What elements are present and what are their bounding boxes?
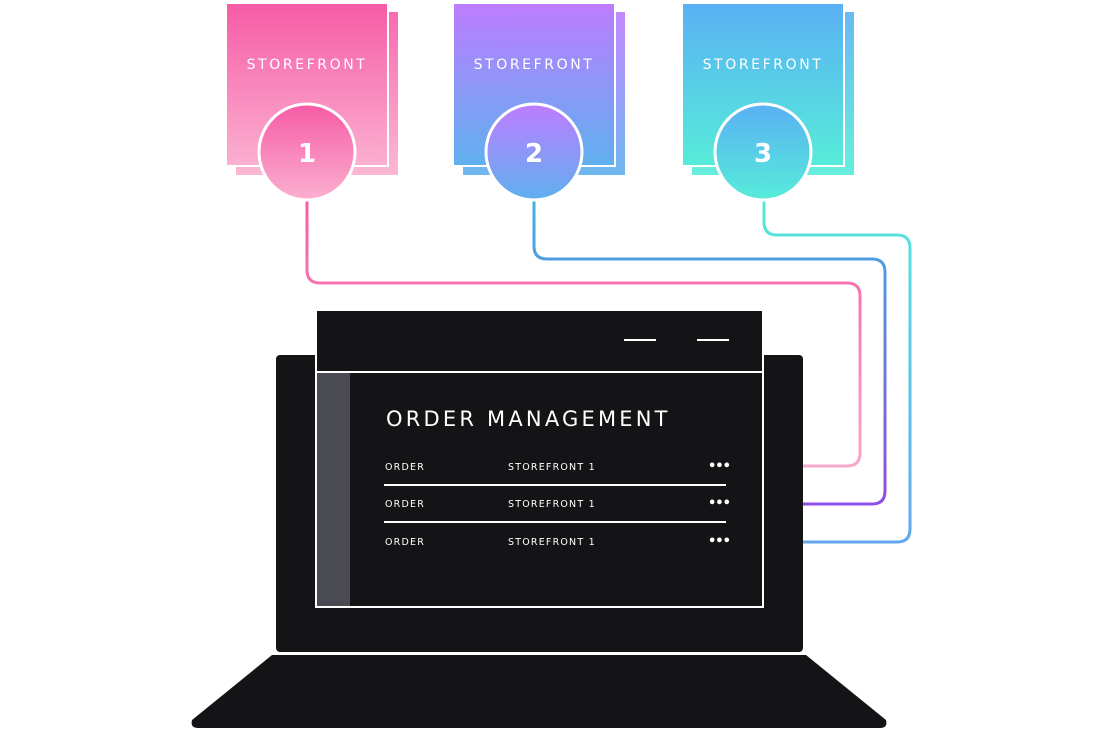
row-order-label: ORDER bbox=[385, 537, 425, 548]
more-options-icon[interactable]: ••• bbox=[708, 459, 731, 474]
storefront-badge-3 bbox=[713, 102, 813, 202]
storefront-badge-2 bbox=[484, 102, 584, 202]
order-row-2[interactable]: ORDER STOREFRONT 1 ••• bbox=[385, 496, 731, 511]
app-window: ORDER MANAGEMENT ORDER STOREFRONT 1 ••• … bbox=[315, 309, 764, 608]
storefront-number-2: 2 bbox=[525, 139, 543, 169]
order-row-3[interactable]: ORDER STOREFRONT 1 ••• bbox=[385, 534, 731, 549]
storefront-label-3: STOREFRONT bbox=[703, 57, 824, 73]
row-storefront-label: STOREFRONT 1 bbox=[508, 537, 596, 548]
row-storefront-label: STOREFRONT 1 bbox=[508, 499, 596, 510]
storefront-card-1: STOREFRONT 1 bbox=[225, 2, 398, 202]
storefront-number-1: 1 bbox=[298, 139, 316, 169]
more-options-icon[interactable]: ••• bbox=[708, 534, 731, 549]
order-row-1[interactable]: ORDER STOREFRONT 1 ••• bbox=[385, 459, 731, 474]
storefront-number-3: 3 bbox=[754, 139, 772, 169]
connector-line-storefront-1 bbox=[305, 200, 862, 468]
more-options-icon[interactable]: ••• bbox=[708, 496, 731, 511]
storefront-label-2: STOREFRONT bbox=[474, 57, 595, 73]
connector-line-storefront-2 bbox=[532, 200, 887, 506]
connector-line-storefront-3 bbox=[732, 200, 912, 544]
laptop-base bbox=[191, 655, 887, 728]
app-window-body bbox=[315, 371, 764, 608]
storefront-badge-1 bbox=[257, 102, 357, 202]
row-storefront-label: STOREFRONT 1 bbox=[508, 462, 596, 473]
page-title: ORDER MANAGEMENT bbox=[386, 407, 671, 431]
row-order-label: ORDER bbox=[385, 462, 425, 473]
app-window-titlebar bbox=[315, 309, 764, 373]
storefront-card-2: STOREFRONT 2 bbox=[452, 2, 625, 202]
storefront-card-3: STOREFRONT 3 bbox=[681, 2, 854, 202]
row-order-label: ORDER bbox=[385, 499, 425, 510]
storefront-label-1: STOREFRONT bbox=[247, 57, 368, 73]
app-sidebar bbox=[317, 373, 350, 606]
